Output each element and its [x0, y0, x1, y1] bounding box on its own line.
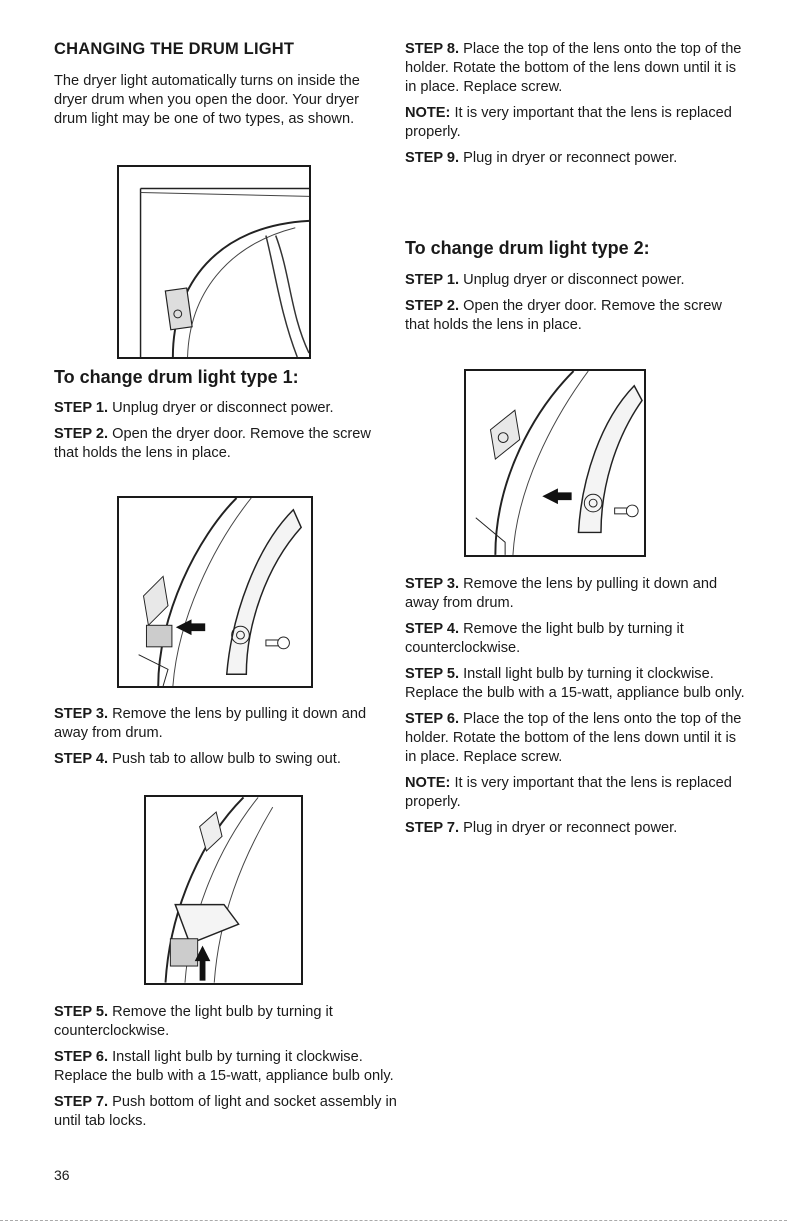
note-paragraph: NOTE: It is very important that the lens…	[405, 774, 750, 812]
type1-steps-1-2: STEP 1. Unplug dryer or disconnect power…	[54, 399, 394, 463]
bulb-swing-illustration	[164, 797, 274, 983]
screw-icon	[614, 504, 639, 518]
step-paragraph: STEP 7. Push bottom of light and socket …	[54, 1093, 399, 1131]
step-text: Unplug dryer or disconnect power.	[108, 400, 334, 416]
note-label: NOTE:	[405, 105, 451, 121]
step-text: Push tab to allow bulb to swing out.	[108, 751, 341, 767]
drum-light-overview-illustration	[139, 187, 309, 357]
step-label: STEP 8.	[405, 41, 460, 57]
lens-removal-illustration	[138, 498, 303, 686]
arrow-left-icon	[175, 619, 206, 636]
drum-light-overview-figure	[117, 165, 311, 359]
type1-steps-3-4: STEP 3. Remove the lens by pulling it do…	[54, 705, 394, 769]
step-text: Place the top of the lens onto the top o…	[405, 711, 742, 765]
type2-steps-3-7: STEP 3. Remove the lens by pulling it do…	[405, 575, 750, 838]
step-text: Remove the lens by pulling it down and a…	[54, 706, 367, 741]
step-label: STEP 6.	[405, 711, 460, 727]
note-text: It is very important that the lens is re…	[405, 105, 732, 140]
step-label: STEP 4.	[405, 621, 460, 637]
step-paragraph: STEP 1. Unplug dryer or disconnect power…	[405, 271, 745, 290]
step-label: STEP 4.	[54, 751, 109, 767]
page-number: 36	[54, 1167, 70, 1183]
page-bottom-edge	[0, 1220, 787, 1221]
step-label: STEP 5.	[405, 666, 460, 682]
type2-heading: To change drum light type 2:	[405, 238, 650, 258]
step-paragraph: STEP 2. Open the dryer door. Remove the …	[405, 297, 745, 335]
step-paragraph: STEP 7. Plug in dryer or reconnect power…	[405, 819, 750, 838]
step-paragraph: STEP 1. Unplug dryer or disconnect power…	[54, 399, 394, 418]
step-label: STEP 6.	[54, 1049, 109, 1065]
step-paragraph: STEP 8. Place the top of the lens onto t…	[405, 40, 745, 97]
step-text: Plug in dryer or reconnect power.	[459, 150, 678, 166]
step-label: STEP 1.	[405, 272, 460, 288]
type1-steps-8-9: STEP 8. Place the top of the lens onto t…	[405, 40, 745, 168]
step-paragraph: STEP 4. Push tab to allow bulb to swing …	[54, 750, 394, 769]
push-tab-figure	[144, 795, 303, 985]
step-text: Unplug dryer or disconnect power.	[459, 272, 685, 288]
note-paragraph: NOTE: It is very important that the lens…	[405, 104, 745, 142]
type2-steps-1-2: STEP 1. Unplug dryer or disconnect power…	[405, 271, 745, 335]
intro-paragraph: The dryer light automatically turns on i…	[54, 73, 360, 127]
step-label: STEP 2.	[405, 298, 460, 314]
step-text: Place the top of the lens onto the top o…	[405, 41, 742, 95]
step-paragraph: STEP 5. Remove the light bulb by turning…	[54, 1003, 399, 1041]
note-label: NOTE:	[405, 775, 451, 791]
step-text: Push bottom of light and socket assembly…	[54, 1094, 397, 1129]
step-text: Open the dryer door. Remove the screw th…	[405, 298, 722, 333]
step-text: Plug in dryer or reconnect power.	[459, 820, 678, 836]
remove-lens-figure-type1	[117, 496, 313, 688]
step-paragraph: STEP 3. Remove the lens by pulling it do…	[405, 575, 750, 613]
step-paragraph: STEP 3. Remove the lens by pulling it do…	[54, 705, 394, 743]
step-text: Install light bulb by turning it clockwi…	[54, 1049, 394, 1084]
step-paragraph: STEP 6. Install light bulb by turning it…	[54, 1048, 399, 1086]
step-label: STEP 3.	[54, 706, 109, 722]
arrow-up-icon	[194, 945, 211, 981]
step-label: STEP 2.	[54, 426, 109, 442]
lens-removal-illustration	[475, 371, 643, 555]
step-label: STEP 1.	[54, 400, 109, 416]
step-text: Remove the light bulb by turning it coun…	[54, 1004, 333, 1039]
step-paragraph: STEP 9. Plug in dryer or reconnect power…	[405, 149, 745, 168]
page-title: CHANGING THE DRUM LIGHT	[54, 40, 295, 58]
type1-steps-5-7: STEP 5. Remove the light bulb by turning…	[54, 1003, 399, 1131]
step-label: STEP 7.	[54, 1094, 109, 1110]
arrow-left-icon	[542, 488, 572, 505]
remove-lens-figure-type2	[464, 369, 646, 557]
step-paragraph: STEP 6. Place the top of the lens onto t…	[405, 710, 750, 767]
step-label: STEP 7.	[405, 820, 460, 836]
step-text: Remove the light bulb by turning it coun…	[405, 621, 684, 656]
step-text: Open the dryer door. Remove the screw th…	[54, 426, 371, 461]
note-text: It is very important that the lens is re…	[405, 775, 732, 810]
step-paragraph: STEP 2. Open the dryer door. Remove the …	[54, 425, 394, 463]
step-paragraph: STEP 5. Install light bulb by turning it…	[405, 665, 750, 703]
step-label: STEP 3.	[405, 576, 460, 592]
type1-heading: To change drum light type 1:	[54, 367, 299, 387]
screw-icon	[265, 636, 290, 650]
step-text: Remove the lens by pulling it down and a…	[405, 576, 718, 611]
step-label: STEP 9.	[405, 150, 460, 166]
step-paragraph: STEP 4. Remove the light bulb by turning…	[405, 620, 750, 658]
step-text: Install light bulb by turning it clockwi…	[405, 666, 745, 701]
step-label: STEP 5.	[54, 1004, 109, 1020]
